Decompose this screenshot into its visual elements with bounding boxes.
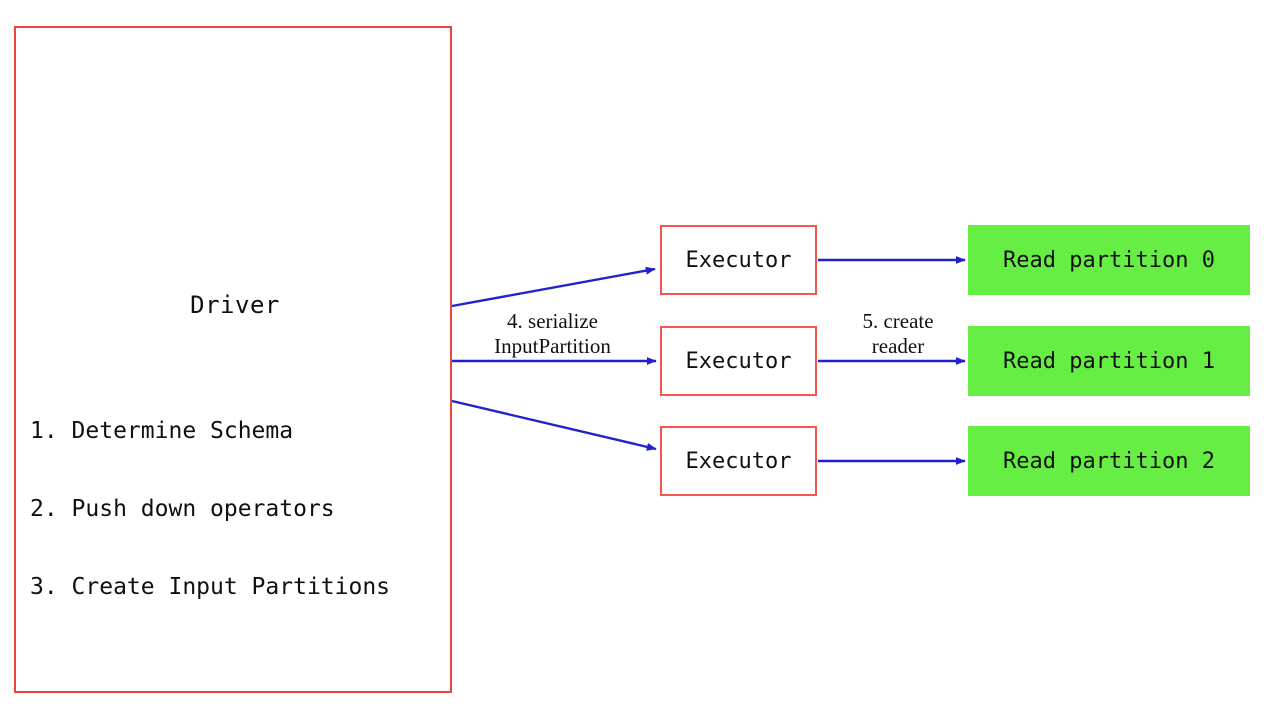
- read-partition-label-0: Read partition 0: [1003, 247, 1215, 273]
- read-partition-box-1: Read partition 1: [968, 326, 1250, 396]
- executor-box-2: Executor: [660, 426, 817, 496]
- edge-label-create-reader: 5. create reader: [828, 309, 968, 359]
- executor-box-1: Executor: [660, 326, 817, 396]
- driver-step-2: 2. Push down operators: [30, 496, 335, 522]
- driver-steps-list: 1. Determine Schema 2. Push down operato…: [30, 366, 450, 652]
- arrow-driver-to-executor-0: [451, 266, 656, 308]
- executor-box-0: Executor: [660, 225, 817, 295]
- driver-step-1: 1. Determine Schema: [30, 418, 294, 444]
- read-partition-label-1: Read partition 1: [1003, 348, 1215, 374]
- driver-title: Driver: [190, 291, 280, 319]
- read-partition-box-0: Read partition 0: [968, 225, 1250, 295]
- edge-label-serialize-line1: 4. serialize: [507, 309, 598, 333]
- edge-label-serialize: 4. serialize InputPartition: [465, 309, 640, 359]
- read-partition-label-2: Read partition 2: [1003, 448, 1215, 474]
- executor-label-2: Executor: [685, 448, 792, 474]
- driver-box: Driver 1. Determine Schema 2. Push down …: [14, 26, 452, 693]
- arrow-driver-to-executor-2: [451, 399, 657, 451]
- edge-label-create-reader-line2: reader: [871, 334, 925, 358]
- driver-step-3: 3. Create Input Partitions: [30, 574, 391, 600]
- edge-label-create-reader-line1: 5. create: [862, 309, 934, 333]
- executor-label-1: Executor: [685, 348, 792, 374]
- edge-label-serialize-line2: InputPartition: [494, 334, 611, 358]
- read-partition-box-2: Read partition 2: [968, 426, 1250, 496]
- executor-label-0: Executor: [685, 247, 792, 273]
